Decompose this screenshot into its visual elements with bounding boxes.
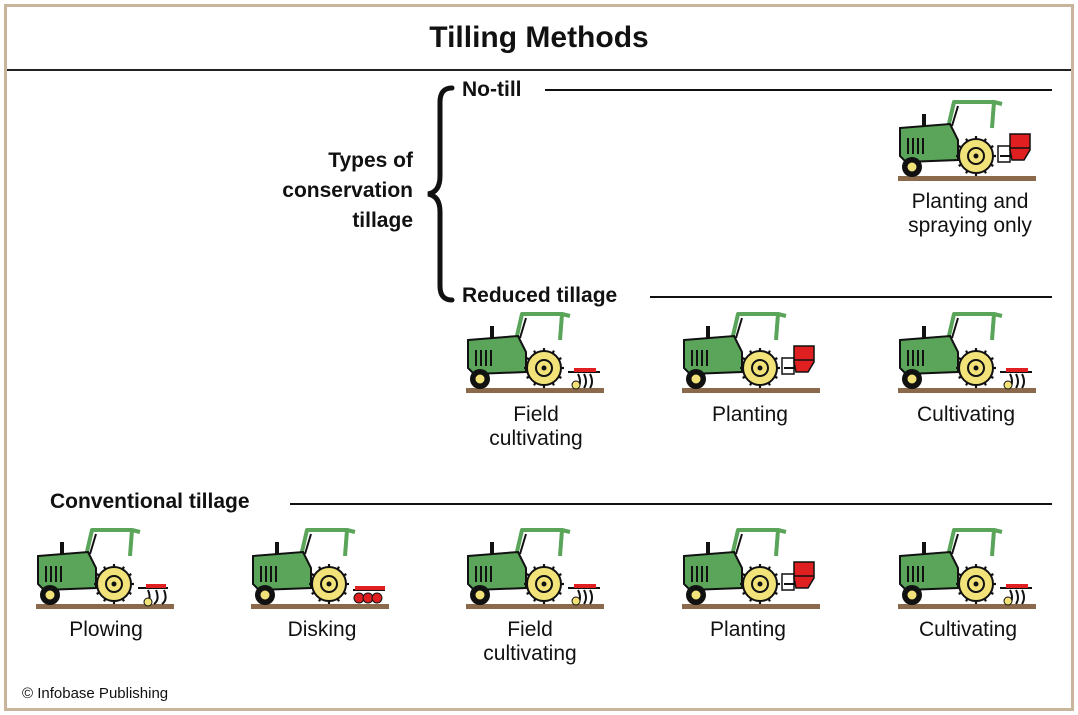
types-label: Types of conservation tillage — [255, 146, 413, 236]
curly-brace — [427, 85, 455, 303]
tractor-seeder — [898, 98, 1038, 188]
caption-line-1: Field — [507, 618, 553, 641]
caption-line-1: Planting — [710, 618, 786, 641]
caption-line-1: Planting and — [911, 190, 1029, 213]
caption-no-till-planting: Planting and spraying only — [880, 190, 1060, 238]
reduced-rule — [650, 296, 1052, 298]
caption-conv-cultivating: Cultivating — [878, 618, 1058, 642]
conventional-heading: Conventional tillage — [50, 490, 258, 514]
tractor-seeder — [682, 526, 822, 616]
caption-conv-disking: Disking — [232, 618, 412, 642]
caption-reduced-planting: Planting — [660, 403, 840, 427]
copyright-credit: © Infobase Publishing — [22, 685, 169, 702]
caption-line-1: Cultivating — [916, 403, 1016, 426]
caption-line-1: Field — [513, 403, 559, 426]
caption-conv-planting: Planting — [658, 618, 838, 642]
no-till-heading: No-till — [462, 78, 530, 102]
types-label-line-1: Types of — [328, 149, 413, 172]
caption-line-2: cultivating — [483, 642, 577, 665]
reduced-heading: Reduced tillage — [462, 284, 626, 308]
tractor-cultivator — [466, 526, 606, 616]
tractor-cultivator — [898, 310, 1038, 400]
caption-line-1: Plowing — [69, 618, 143, 641]
no-till-rule — [545, 89, 1052, 91]
caption-line-1: Disking — [287, 618, 357, 641]
caption-line-2: spraying only — [908, 214, 1032, 237]
tractor-plow — [36, 526, 176, 616]
tractor-cultivator — [898, 526, 1038, 616]
tractor-disk — [251, 526, 391, 616]
caption-line-2: cultivating — [489, 427, 583, 450]
caption-line-1: Planting — [712, 403, 788, 426]
types-label-line-2: conservation — [282, 179, 413, 202]
types-label-line-3: tillage — [352, 209, 413, 232]
tractor-cultivator — [466, 310, 606, 400]
conventional-rule — [290, 503, 1052, 505]
caption-reduced-field-cultivating: Field cultivating — [446, 403, 626, 451]
caption-conv-field-cultivating: Field cultivating — [440, 618, 620, 666]
tractor-seeder — [682, 310, 822, 400]
caption-line-1: Cultivating — [918, 618, 1018, 641]
caption-conv-plowing: Plowing — [16, 618, 196, 642]
caption-reduced-cultivating: Cultivating — [876, 403, 1056, 427]
title-bar: Tilling Methods — [7, 7, 1071, 71]
diagram-title: Tilling Methods — [429, 21, 649, 54]
